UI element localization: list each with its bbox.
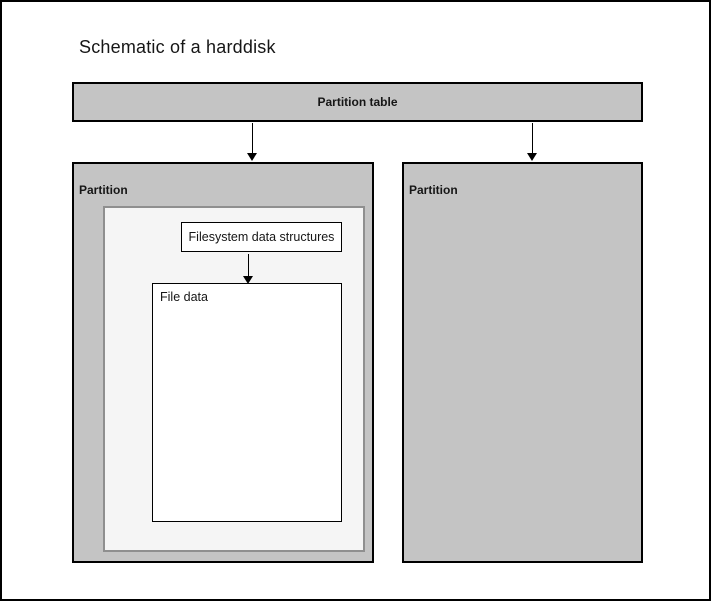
arrow-head [243,276,253,284]
arrow-stem [247,254,249,278]
filesystem-data-structures-label: Filesystem data structures [188,230,335,244]
partition-table-label: Partition table [317,95,398,109]
right-partition-label: Partition [409,183,458,197]
left-partition-label: Partition [79,183,128,197]
arrow-stem [251,123,253,155]
file-data-box: File data [152,283,342,522]
arrow-down-icon [243,254,253,284]
arrow-head [527,153,537,161]
arrow-down-icon [247,123,257,161]
arrow-down-icon [527,123,537,161]
right-partition-box: Partition [402,162,643,563]
partition-table-box: Partition table [72,82,643,122]
arrow-stem [531,123,533,155]
left-partition-box: Partition Filesystem data structures Fil… [72,162,374,563]
file-data-label: File data [160,290,208,304]
filesystem-area: Filesystem data structures File data [103,206,365,552]
arrow-head [247,153,257,161]
filesystem-data-structures-box: Filesystem data structures [181,222,342,252]
page-title: Schematic of a harddisk [79,37,276,57]
